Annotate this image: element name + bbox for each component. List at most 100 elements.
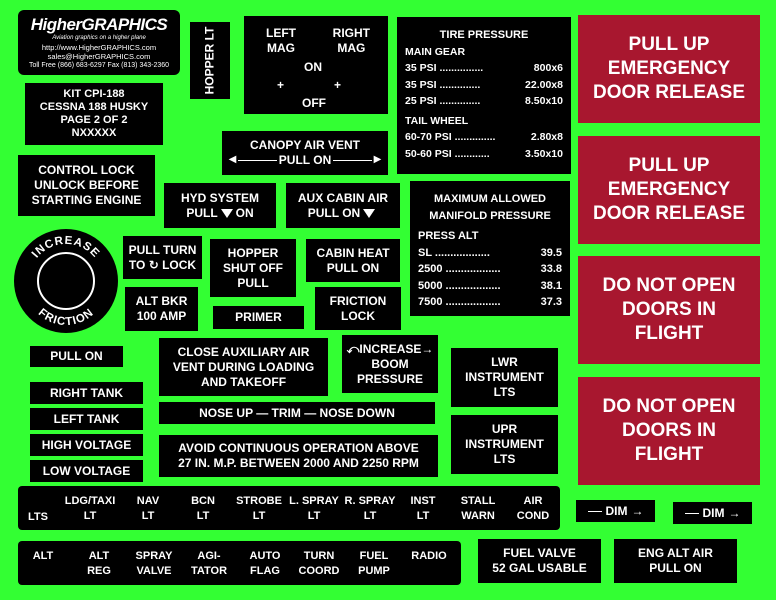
aux-row: PULL ON [308,206,378,221]
arrow-right-icon: → [421,341,434,356]
switch-label: LTS [28,511,48,523]
red-line: DO NOT OPEN [602,395,736,417]
upr-instrument-placard: UPR INSTRUMENT LTS [451,415,558,474]
friction-lock-placard: FRICTION LOCK [315,287,401,330]
pull-turn-to: TO [128,257,146,272]
red-line: FLIGHT [634,444,704,466]
close-aux-air-placard: CLOSE AUXILIARY AIR VENT DURING LOADING … [159,338,328,396]
kit-line: CESSNA 188 HUSKY [39,100,149,113]
dim-placard: DIM → [673,502,752,524]
red-line: DOORS IN [622,298,716,320]
increase-boom-line: PRESSURE [356,371,424,386]
arrow-right-icon: → [631,503,644,518]
brand-name: HigherGRAPHICS [30,15,168,34]
control-lock-line: UNLOCK BEFORE [34,178,139,192]
trim-placard: NOSE UP — TRIM — NOSE DOWN [159,402,435,424]
lwr-line: INSTRUMENT [465,370,544,384]
friction-lock-line: LOCK [341,308,375,323]
dim-dash [587,510,602,512]
kit-line: KIT CPI-188 [63,87,125,100]
pull-turn-lock: LOCK [162,257,197,272]
mag-right-label: MAG [337,41,366,55]
canopy-arrow-row: ◀ PULL ON ▶ [229,153,382,168]
switch-label: RADIO [411,550,447,562]
arrow-left-icon: ◀ [228,154,237,166]
fuel-valve-line: FUEL VALVE [503,546,576,560]
avoid-line: 27 IN. M.P. BETWEEN 2000 AND 2250 RPM [178,456,419,470]
avoid-operation-placard: AVOID CONTINUOUS OPERATION ABOVE 27 IN. … [159,435,438,477]
aux-cabin-air-placard: AUX CABIN AIR PULL ON [286,183,400,228]
rotate-arrow-icon: ↻ [148,257,159,272]
avoid-line: AVOID CONTINUOUS OPERATION ABOVE [178,441,419,455]
mag-off-label: OFF [302,96,326,110]
tire-row: 35 PSI ...............800x6 [405,62,563,75]
arrow-right-icon: ▶ [373,154,382,166]
manifold-pressure-placard: MAXIMUM ALLOWED MANIFOLD PRESSURE PRESS … [410,181,570,316]
hyd-on: ON [235,205,254,220]
tire-row: 50-60 PSI ............3.50x10 [405,147,563,160]
cabin-heat-line: PULL ON [326,260,380,275]
brand-phone: Toll Free (866) 683-6297 Fax (813) 343-2… [28,61,170,69]
upr-line: INSTRUMENT [465,437,544,451]
manifold-title: MANIFOLD PRESSURE [429,209,551,222]
hyd-row: PULL ON [186,206,253,221]
lwr-instrument-placard: LWR INSTRUMENT LTS [451,348,558,407]
cabin-heat-placard: CABIN HEAT PULL ON [306,239,400,282]
close-aux-line: CLOSE AUXILIARY AIR [177,344,310,359]
mag-left-label: LEFT [266,26,296,40]
increase-boom-row: ⤺INCREASE→ [347,342,434,357]
pull-on-text: PULL ON [50,349,103,363]
control-lock-line: CONTROL LOCK [38,163,135,177]
brand-tagline: Aviation graphics on a higher plane [52,35,146,42]
switch-label: AGI-TATOR [190,550,228,577]
tire-main-head: MAIN GEAR [405,46,466,59]
kit-line: PAGE 2 OF 2 [60,114,128,126]
lwr-line: LWR [491,355,518,369]
alt-bkr-placard: ALT BKR 100 AMP [125,287,198,331]
eng-alt-air-placard: ENG ALT AIR PULL ON [614,539,737,583]
increase-boom-placard: ⤺INCREASE→ BOOM PRESSURE [342,335,438,393]
kit-placard: KIT CPI-188 CESSNA 188 HUSKY PAGE 2 OF 2… [25,83,163,145]
manifold-row: 5000 ..................38.1 [418,279,562,292]
tire-row: 25 PSI ..............8.50x10 [405,94,563,107]
hopper-lt-placard: HOPPER LT [190,22,230,99]
tire-title: TIRE PRESSURE [439,29,529,41]
upr-line: UPR [491,422,518,436]
curve-arrow-icon: ⤺ [346,341,360,356]
trim-text: NOSE UP — TRIM — NOSE DOWN [199,405,395,420]
red-line: DOORS IN [622,419,716,441]
control-lock-placard: CONTROL LOCK UNLOCK BEFORE STARTING ENGI… [18,155,155,216]
arrow-right-icon: → [728,505,741,520]
mag-left-label: MAG [267,41,295,55]
hyd-pull: PULL [186,205,218,220]
hopper-shutoff-line: SHUT OFF [223,260,283,275]
pull-turn-title: PULL TURN [128,242,197,257]
dim-text: DIM [702,505,725,520]
cabin-heat-line: CABIN HEAT [316,245,390,260]
emergency-door-placard: PULL UP EMERGENCY DOOR RELEASE [578,136,760,244]
red-line: DOOR RELEASE [592,203,746,225]
manifold-row: SL ..................39.5 [418,246,562,259]
increase-boom-line: BOOM [371,356,409,371]
close-aux-line: VENT DURING LOADING [172,359,315,374]
do-not-open-placard: DO NOT OPEN DOORS IN FLIGHT [578,377,760,485]
switch-label: ALT [32,550,54,562]
alt-bkr-line: 100 AMP [136,309,187,323]
pull-turn-lock-placard: PULL TURN TO ↻ LOCK [123,236,202,279]
red-line: FLIGHT [634,323,704,345]
mag-plus-right: + [334,78,342,92]
tire-row: 35 PSI ..............22.00x8 [405,78,563,91]
primer-text: PRIMER [235,310,282,324]
hopper-shutoff-line: HOPPER [227,245,279,260]
fuel-valve-line: 52 GAL USABLE [492,561,587,575]
